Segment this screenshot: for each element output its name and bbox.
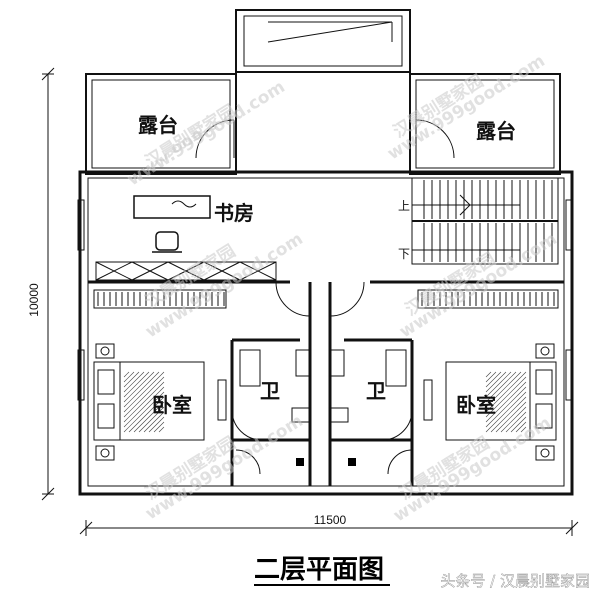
bed-hatch-line [485, 371, 522, 408]
bath-fixtures-right [329, 349, 407, 423]
bed-hatch-line [138, 406, 165, 433]
room-label-bedroom-left: 卧室 [152, 393, 192, 417]
room-label-bath-left: 卫 [260, 379, 280, 403]
main-body-inner [87, 177, 565, 487]
bed-hatch-line [123, 371, 140, 388]
bed-hatch-line [143, 411, 165, 433]
bed-hatch-line [123, 391, 165, 433]
bed-hatch-line [485, 386, 527, 428]
bed-hatch-line [505, 411, 527, 433]
bed-hatch-line [485, 371, 502, 388]
bed-hatch-line [123, 371, 155, 403]
room-label-terrace-left: 露台 [138, 113, 178, 137]
stair-arrows [412, 194, 520, 251]
exterior-walls [78, 9, 574, 496]
bed-left [93, 343, 205, 461]
bed-left-hatch [123, 371, 165, 433]
staircase [411, 177, 559, 265]
main-body-outline [78, 170, 574, 496]
watermark-site-5: www.999good.com [142, 411, 307, 524]
bed-hatch-line [485, 371, 507, 393]
bed-hatch-line [485, 371, 512, 398]
wardrobe-left [93, 289, 227, 309]
wardrobe-frame [93, 289, 227, 309]
bed-hatch-line [123, 371, 165, 413]
bookshelf-cross [95, 261, 133, 281]
room-label-bath-right: 卫 [366, 379, 386, 403]
bed-hatch-line [495, 401, 527, 433]
room-label-bedroom-right: 卧室 [456, 393, 496, 417]
bookshelf-frame [95, 261, 277, 281]
room-label-study: 书房 [214, 201, 254, 225]
right-terrace-outline [409, 73, 561, 175]
bed-hatch-line [123, 371, 160, 408]
bed-hatch-line [158, 426, 165, 433]
study-desk [133, 195, 211, 219]
wardrobe-frame [417, 289, 559, 309]
watermark-site-6: www.999good.com [390, 413, 555, 526]
bed-hatch-line [133, 401, 165, 433]
bed-hatch-line [123, 376, 165, 418]
bed-hatch-line [485, 371, 497, 383]
side-windows [77, 199, 573, 421]
bed-right [445, 343, 557, 461]
bed-hatch-line [490, 396, 527, 433]
height-dimension: 10000 [27, 283, 41, 317]
bookshelf-cross [131, 261, 169, 281]
watermark-site-2: www.999good.com [384, 51, 549, 164]
bed-hatch-line [485, 371, 517, 403]
bed-hatch-line [485, 371, 492, 378]
bed-hatch-line [123, 371, 130, 378]
bed-hatch-line [148, 416, 165, 433]
door-swings [195, 119, 455, 475]
bed-right-hatch [485, 371, 527, 433]
bed-hatch-line [123, 371, 150, 398]
bed-hatch-line [485, 381, 527, 423]
credit-text: 头条号 / 汉晨别墅家园 [440, 572, 590, 590]
bed-hatch-line [510, 416, 527, 433]
watermark-site-4: www.999good.com [396, 229, 561, 342]
study-bookshelf [95, 261, 277, 281]
dimension-lines [41, 67, 579, 536]
width-dimension: 11500 [314, 513, 347, 527]
bed-hatch-line [520, 426, 527, 433]
plan-title: 二层平面图 [254, 555, 384, 585]
bed-hatch-line [123, 371, 145, 393]
bed-hatch-line [128, 396, 165, 433]
bed-hatch-line [500, 406, 527, 433]
bookshelf-cross [203, 261, 241, 281]
bed-hatch-line [123, 371, 135, 383]
stair-treads [423, 180, 553, 262]
top-balcony-inner [243, 15, 403, 67]
bath-fixtures-left [239, 349, 311, 423]
room-label-terrace-right: 露台 [476, 119, 516, 143]
balcony-window [267, 21, 393, 43]
bed-hatch-line [485, 371, 527, 413]
bed-hatch-line [123, 386, 165, 428]
bed-hatch-line [123, 381, 165, 423]
left-terrace-outline [85, 73, 237, 175]
top-balcony-outline [235, 9, 411, 73]
bookshelf-cross [167, 261, 205, 281]
bed-hatch-line [485, 391, 527, 433]
bed-hatch-line [485, 376, 527, 418]
stair-down-label: 下 [398, 247, 410, 261]
left-terrace-inner [91, 79, 231, 169]
bookshelf-cross [239, 261, 277, 281]
floor-drains [296, 458, 356, 466]
wardrobe-right [417, 289, 559, 309]
bed-hatch-line [153, 421, 165, 433]
stair-up-label: 上 [398, 199, 410, 213]
study-chair [152, 231, 182, 253]
bed-hatch-line [515, 421, 527, 433]
